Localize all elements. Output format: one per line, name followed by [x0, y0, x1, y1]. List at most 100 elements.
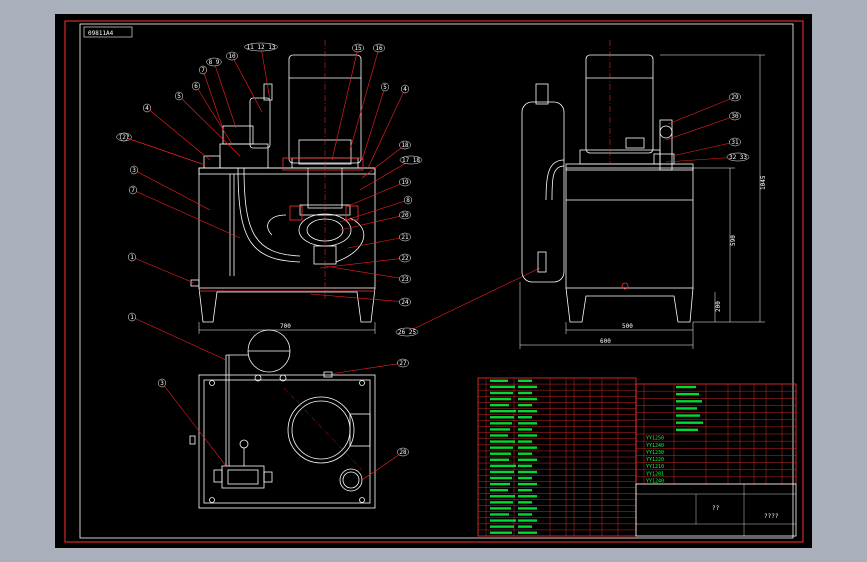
callout-balloon — [403, 195, 413, 205]
front-callouts: 11 12 138 971056431 22711516541817 18192… — [116, 42, 541, 337]
callout-label: 19 — [401, 179, 409, 186]
callout-balloon — [397, 358, 409, 368]
callout-label: 5 — [383, 84, 387, 91]
leader-line — [339, 199, 409, 223]
bom-text-mark — [518, 470, 537, 474]
bom-text-mark — [518, 403, 532, 407]
leader-line — [347, 181, 406, 207]
inner-frame — [79, 23, 794, 539]
drawing-canvas[interactable] — [55, 14, 812, 548]
callout-label: 1 — [130, 254, 134, 261]
callout-balloon — [373, 43, 385, 53]
bom-text-mark — [676, 385, 696, 389]
callout-balloon — [399, 177, 411, 187]
bom-text-mark — [490, 440, 515, 443]
bom-text-mark — [518, 391, 532, 395]
leader-line — [309, 293, 406, 303]
leader-line — [260, 46, 271, 101]
bom-text-mark — [518, 452, 532, 455]
callout-label: 22 — [401, 255, 409, 262]
outer-frame — [64, 20, 804, 543]
callout-label: 5 — [177, 93, 181, 100]
bom-text-mark — [490, 416, 514, 419]
leader-line — [146, 107, 211, 161]
leader-line — [131, 316, 227, 361]
side-h1-label: 590 — [730, 235, 737, 246]
callout-balloon — [226, 51, 238, 61]
leader-line — [131, 256, 195, 284]
callout-label: 16 — [375, 45, 383, 52]
callout-label: 8 9 — [209, 59, 220, 66]
callout-balloon — [397, 447, 409, 457]
leader-line — [359, 159, 412, 191]
leader-line — [195, 85, 233, 145]
leader-line — [324, 265, 406, 280]
bom-text-mark — [518, 507, 537, 510]
bom-text-mark — [490, 525, 514, 528]
callout-label: 4 — [403, 86, 407, 93]
callout-label: 31 — [731, 139, 739, 146]
bom-text-mark — [490, 458, 509, 461]
callout-balloon — [399, 253, 411, 263]
leader-line — [319, 257, 406, 269]
callout-label: 30 — [731, 113, 739, 120]
callout-label: 32 33 — [729, 154, 747, 161]
side-dims — [519, 54, 765, 349]
callout-label: 17 18 — [402, 157, 420, 164]
bom-part-code: YY1240 — [646, 479, 664, 485]
bom-text-mark — [490, 464, 516, 468]
bom-text-mark — [518, 434, 537, 437]
bom-text-mark — [676, 407, 697, 410]
title-block-mid: ?? — [712, 505, 720, 512]
bill-of-materials: YY1250YY1240YY1230YY1220YY1210YY1201YY12… — [477, 377, 797, 537]
callout-label: 20 — [401, 212, 409, 219]
front-red-details — [282, 157, 364, 221]
callout-balloon — [157, 378, 167, 388]
callout-label: 2 — [122, 134, 126, 141]
leader-line — [133, 169, 211, 211]
drain-plug — [621, 282, 629, 290]
bom-text-mark — [518, 458, 537, 461]
side-h3-label: 200 — [715, 301, 722, 312]
bom-text-mark — [490, 403, 509, 407]
bom-text-mark — [676, 428, 698, 432]
bom-text-mark — [676, 392, 699, 396]
callout-label: 4 — [145, 105, 149, 112]
bom-text-mark — [490, 434, 508, 437]
leader-line — [213, 61, 237, 129]
bom-text-mark — [518, 464, 532, 468]
callout-label: 18 — [401, 142, 409, 149]
callout-balloon — [399, 140, 411, 150]
bom-text-mark — [490, 476, 512, 480]
bom-text-mark — [490, 428, 510, 431]
bom-text-mark — [518, 488, 532, 492]
bom-text-mark — [490, 446, 513, 449]
bom-text-mark — [518, 446, 537, 449]
callout-balloon — [399, 232, 411, 242]
leader-line — [361, 144, 406, 179]
bom-text-mark — [490, 507, 511, 510]
bom-text-mark — [490, 385, 515, 389]
callout-balloon — [726, 152, 750, 162]
callout-label: 28 — [399, 449, 407, 456]
bom-text-mark — [518, 501, 532, 504]
leader-line — [367, 88, 406, 169]
leader-line — [347, 236, 406, 249]
bom-text-mark — [518, 440, 532, 443]
callout-label: 6 — [194, 83, 198, 90]
leader-line — [667, 96, 736, 125]
bom-text-mark — [490, 409, 516, 413]
bom-text-mark — [490, 495, 515, 498]
callout-label: 23 — [401, 276, 409, 283]
callout-balloon — [399, 274, 411, 284]
leader-line — [231, 55, 263, 113]
side-depth-label: 500 — [622, 323, 633, 330]
callout-label: 7 — [201, 67, 205, 74]
bom-text-mark — [518, 397, 537, 401]
bom-text-mark — [518, 428, 532, 431]
callout-balloon — [729, 111, 741, 121]
front-width-dim: 700 — [198, 322, 376, 334]
